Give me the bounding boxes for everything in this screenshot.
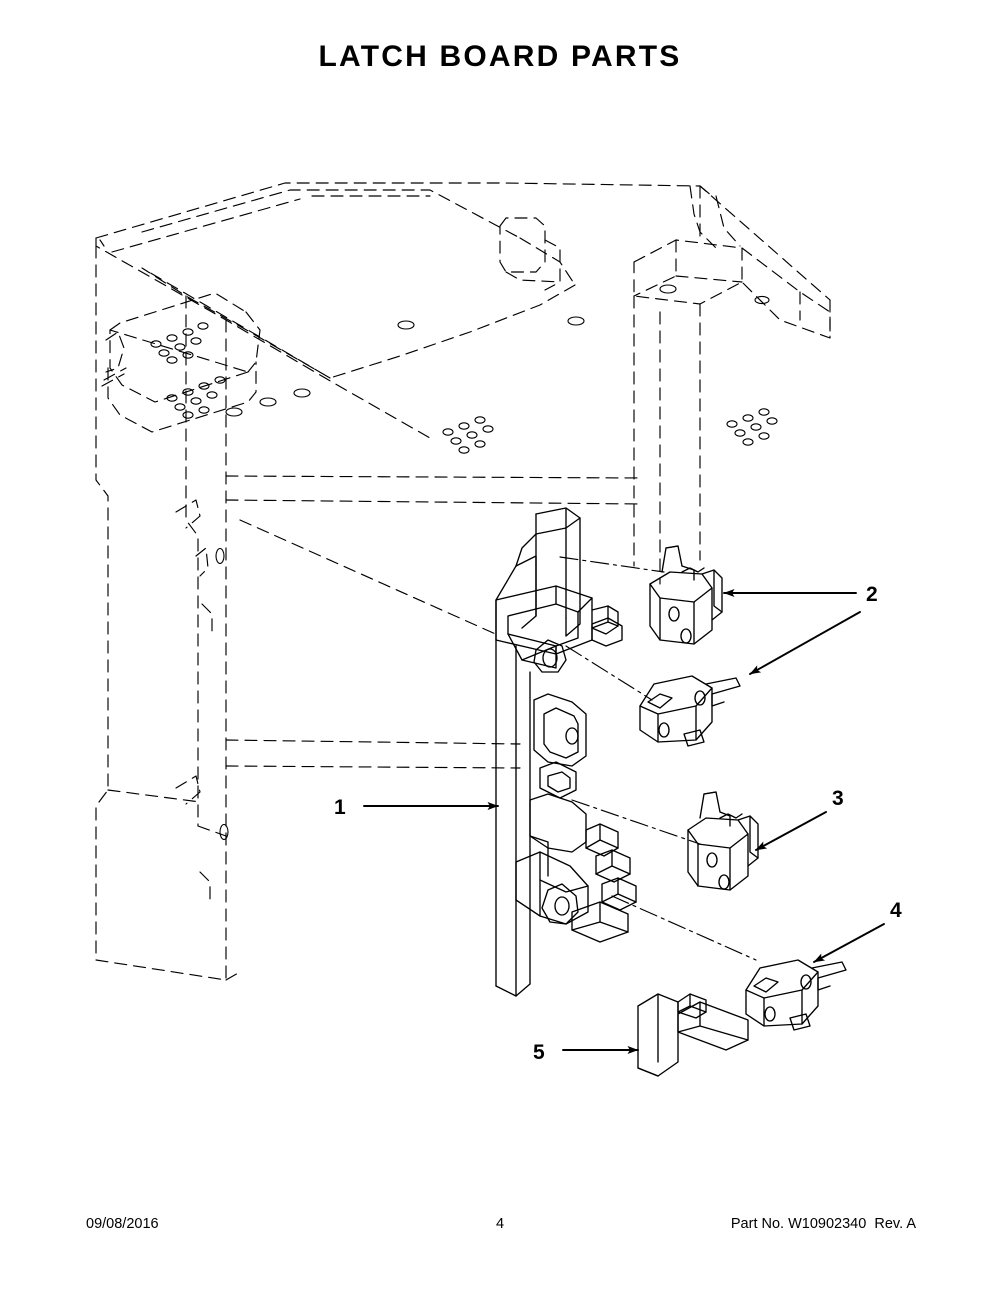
leader-line-4 [813,923,885,963]
callout-number-4: 4 [890,899,902,922]
center-line-switch-2b [565,645,653,701]
part-micro-switch-lower [687,791,759,891]
center-line-switch-2a [559,556,665,573]
page-footer: 09/08/2016 4 Part No. W10902340 Rev. A [0,1216,1000,1236]
part-micro-switch-bottom [745,959,847,1031]
part-latch-board [495,507,637,997]
part-micro-switch-middle [639,675,741,747]
callout-number-3: 3 [832,787,844,810]
cabinet-reference-outline [95,182,831,981]
assembly-center-lines [559,556,757,961]
center-line-switch-3 [571,799,701,845]
leader-line-3 [755,811,827,851]
page-title: LATCH BOARD PARTS [318,40,682,73]
footer-date: 09/08/2016 [86,1216,159,1232]
footer-part-number: Part No. W10902340 Rev. A [730,1216,916,1232]
center-line-switch-4 [611,895,757,961]
callout-leaders [363,589,885,1054]
leader-line-2b [749,611,861,675]
callout-number-5: 5 [533,1041,545,1064]
part-micro-switch-upper [649,545,723,645]
footer-page-number: 4 [495,1216,505,1232]
callout-number-2: 2 [866,583,878,606]
callout-number-1: 1 [334,796,346,819]
part-latch-hook-lever [637,993,749,1077]
